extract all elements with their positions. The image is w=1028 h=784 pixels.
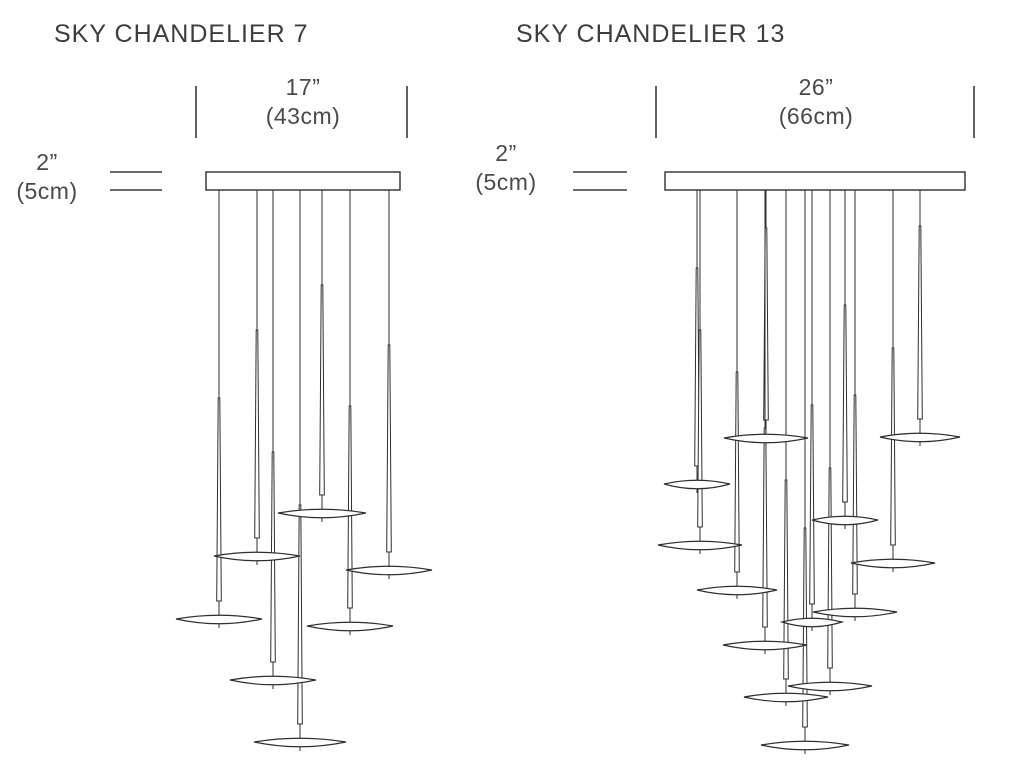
title-sky-chandelier-7: SKY CHANDELIER 7 bbox=[54, 20, 309, 48]
chandelier7-width-cm-label: (43cm) bbox=[265, 103, 341, 129]
title-sky-chandelier-13: SKY CHANDELIER 13 bbox=[516, 20, 786, 48]
chandelier13-width-cm-label: (66cm) bbox=[778, 103, 854, 129]
chandelier13-canopy-height-cm-label: (5cm) bbox=[475, 169, 537, 195]
chandelier7-canopy-height-inches-label: 2” bbox=[36, 149, 58, 175]
chandelier13-width-inches-label: 26” bbox=[798, 74, 834, 100]
chandelier13-canopy-height-inches-label: 2” bbox=[495, 140, 517, 166]
chandelier7-width-inches-label: 17” bbox=[285, 74, 321, 100]
chandelier7-canopy-height-cm-label: (5cm) bbox=[16, 178, 78, 204]
